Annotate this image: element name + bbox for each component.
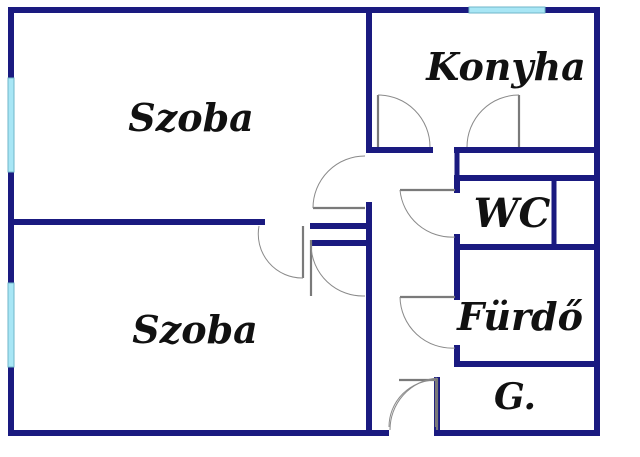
room-label-szoba-bottom: Szoba [132, 307, 258, 352]
doors [257, 94, 521, 431]
door-bathroom [399, 295, 456, 349]
room-labels: Szoba Szoba Konyha WC Fürdő G. [128, 44, 586, 418]
window-room-top [7, 77, 15, 173]
door-room-top [312, 155, 366, 210]
room-label-szoba-top: Szoba [128, 95, 254, 140]
room-label-wc: WC [474, 190, 551, 237]
room-label-konyha: Konyha [425, 44, 586, 89]
door-entrance [389, 377, 439, 431]
windows [7, 6, 546, 368]
door-kitchen-right [466, 94, 521, 148]
door-wc [399, 188, 456, 238]
window-kitchen [468, 6, 546, 14]
window-room-bottom [7, 282, 15, 368]
room-label-storage: G. [494, 376, 536, 418]
door-room-bottom [257, 225, 366, 297]
interior-walls [8, 7, 600, 436]
room-label-furdo: Fürdő [456, 294, 583, 339]
door-kitchen-left [376, 94, 431, 148]
